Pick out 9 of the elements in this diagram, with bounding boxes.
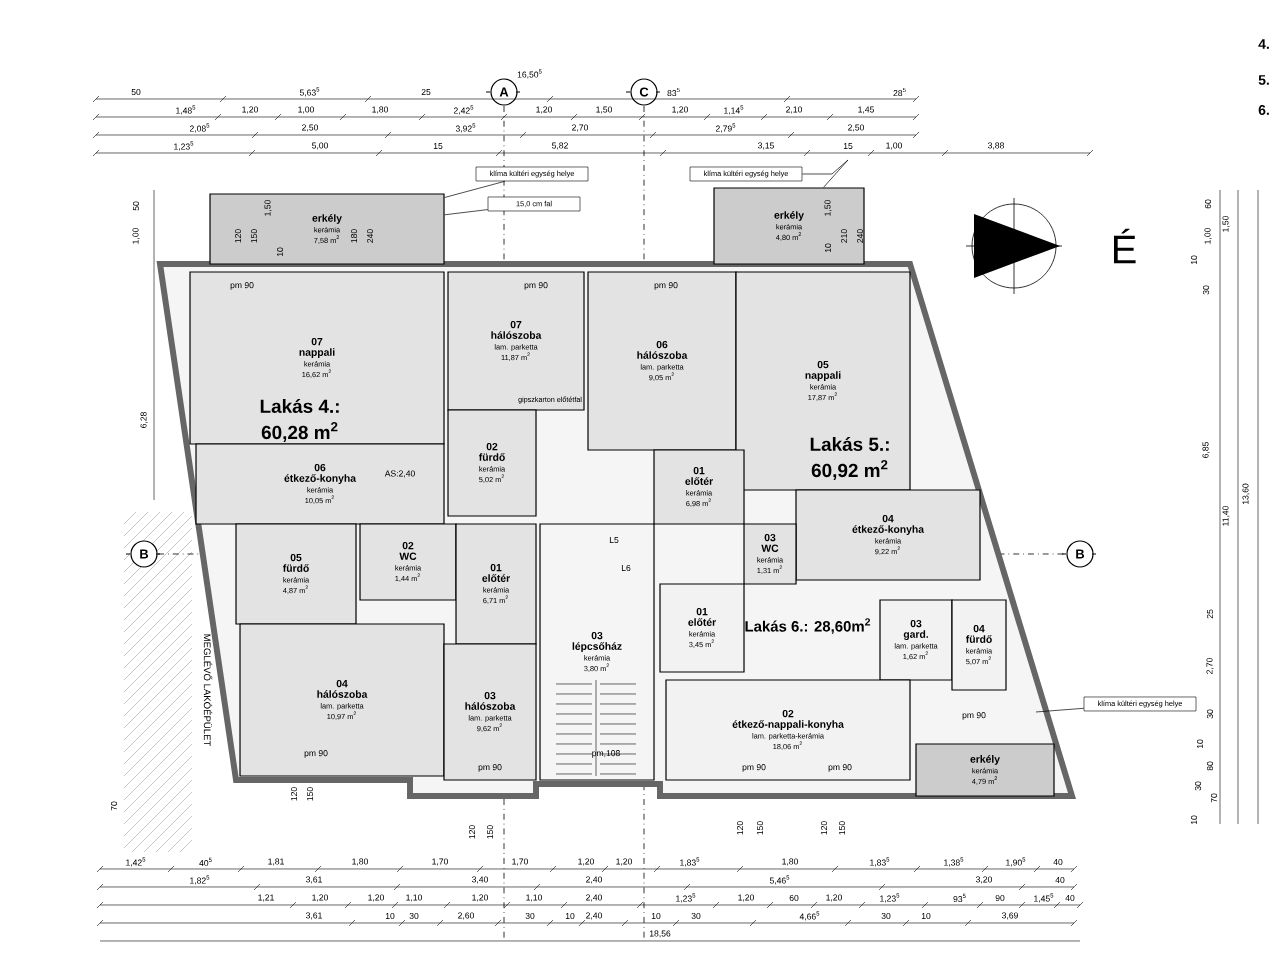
apartment-title: Lakás 4.: (260, 398, 339, 413)
leader-line (444, 209, 489, 216)
north-label: É (1114, 228, 1136, 264)
apartment-title: Lakás 5.: (810, 436, 889, 451)
leader-line (1035, 707, 1085, 713)
apartment-title: 60,92 m$^{2}$ (811, 460, 888, 480)
apartment-title: 60,28 m$^{2}$ (261, 422, 338, 442)
leader-line (444, 180, 506, 198)
leader-line (801, 159, 849, 188)
